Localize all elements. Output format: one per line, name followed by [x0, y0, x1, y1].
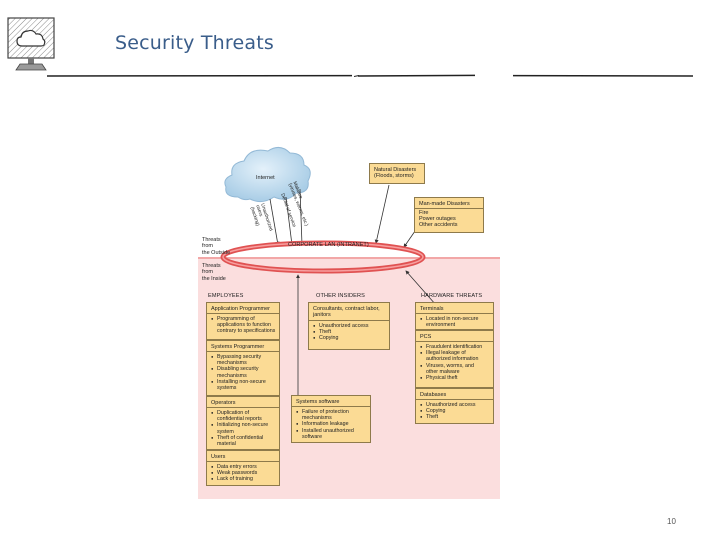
terminals-title: Terminals	[420, 306, 444, 312]
list-item: Bypassing security mechanisms	[211, 354, 277, 366]
list-item: Disabling security mechanisms	[211, 366, 277, 378]
terminals-box: Terminals Located in non-secure environm…	[415, 302, 494, 330]
databases-box: Databases Unauthorized access Copying Th…	[415, 388, 494, 424]
hacking-arrow	[270, 199, 278, 245]
list-item: Failure of protection mechanisms	[296, 409, 368, 421]
pcs-box: PCS Fraudulent identification Illegal le…	[415, 330, 494, 388]
manmade-item: Other accidents	[419, 222, 458, 228]
title-underline	[47, 73, 695, 79]
list-item: Illegal leakage of authorized informatio…	[420, 350, 491, 362]
natural-disasters-label: Natural Disasters (Floods, storms)	[374, 167, 416, 180]
other-insiders-header: OTHER INSIDERS	[316, 293, 365, 299]
employees-header: EMPLOYEES	[208, 293, 243, 299]
security-threats-figure: Internet Malware (viruses, worms, etc.) …	[198, 145, 500, 499]
operators-box: Operators Duplication of confidential re…	[206, 396, 280, 450]
slide-title: Security Threats	[115, 32, 274, 54]
databases-title: Databases	[420, 392, 446, 398]
hardware-threats-header: HARDWARE THREATS	[421, 293, 482, 299]
app-programmer-box: Application Programmer Programming of ap…	[206, 302, 280, 340]
systems-software-box: Systems software Failure of protection m…	[291, 395, 371, 443]
consultants-title: Consultants, contract labor, janitors	[313, 306, 380, 319]
users-title: Users	[211, 454, 225, 460]
threats-inside-label: Threats from the Inside	[202, 263, 226, 282]
operators-title: Operators	[211, 400, 235, 406]
manmade-title: Man-made Disasters	[419, 201, 470, 207]
systems-programmer-title: Systems Programmer	[211, 344, 264, 350]
threats-outside-label: Threats from the Outside	[202, 237, 230, 256]
users-box: Users Data entry errors Weak passwords L…	[206, 450, 280, 486]
list-item: Theft	[420, 414, 491, 420]
list-item: Physical theft	[420, 375, 491, 381]
list-item: Theft of confidential material	[211, 435, 277, 447]
systems-software-title: Systems software	[296, 399, 339, 405]
natural-arrow	[376, 185, 389, 243]
list-item: Installed unauthorized software	[296, 428, 368, 440]
terminals-arrow	[406, 271, 436, 305]
page-number: 10	[667, 517, 676, 526]
pcs-title: PCS	[420, 334, 431, 340]
cloud-computer-logo	[6, 16, 56, 79]
list-item: Lack of training	[211, 476, 277, 482]
list-item: Copying	[313, 335, 387, 341]
app-programmer-title: Application Programmer	[211, 306, 270, 312]
corporate-lan-label: CORPORATE LAN (INTRANET)	[288, 242, 369, 248]
list-item: Initializing non-secure system	[211, 422, 277, 434]
list-item: Installing non-secure systems	[211, 379, 277, 391]
systems-programmer-box: Systems Programmer Bypassing security me…	[206, 340, 280, 396]
list-item: Duplication of confidential reports	[211, 410, 277, 422]
list-item: Located in non-secure environment	[420, 316, 491, 328]
list-item: Viruses, worms, and other malware	[420, 363, 491, 375]
natural-disasters-box: Natural Disasters (Floods, storms)	[369, 163, 425, 184]
consultants-box: Consultants, contract labor, janitors Un…	[308, 302, 390, 350]
manmade-disasters-box: Man-made Disasters Fire Power outages Ot…	[414, 197, 484, 233]
list-item: Programming of applications to function …	[211, 316, 277, 335]
internet-label: Internet	[256, 175, 275, 181]
